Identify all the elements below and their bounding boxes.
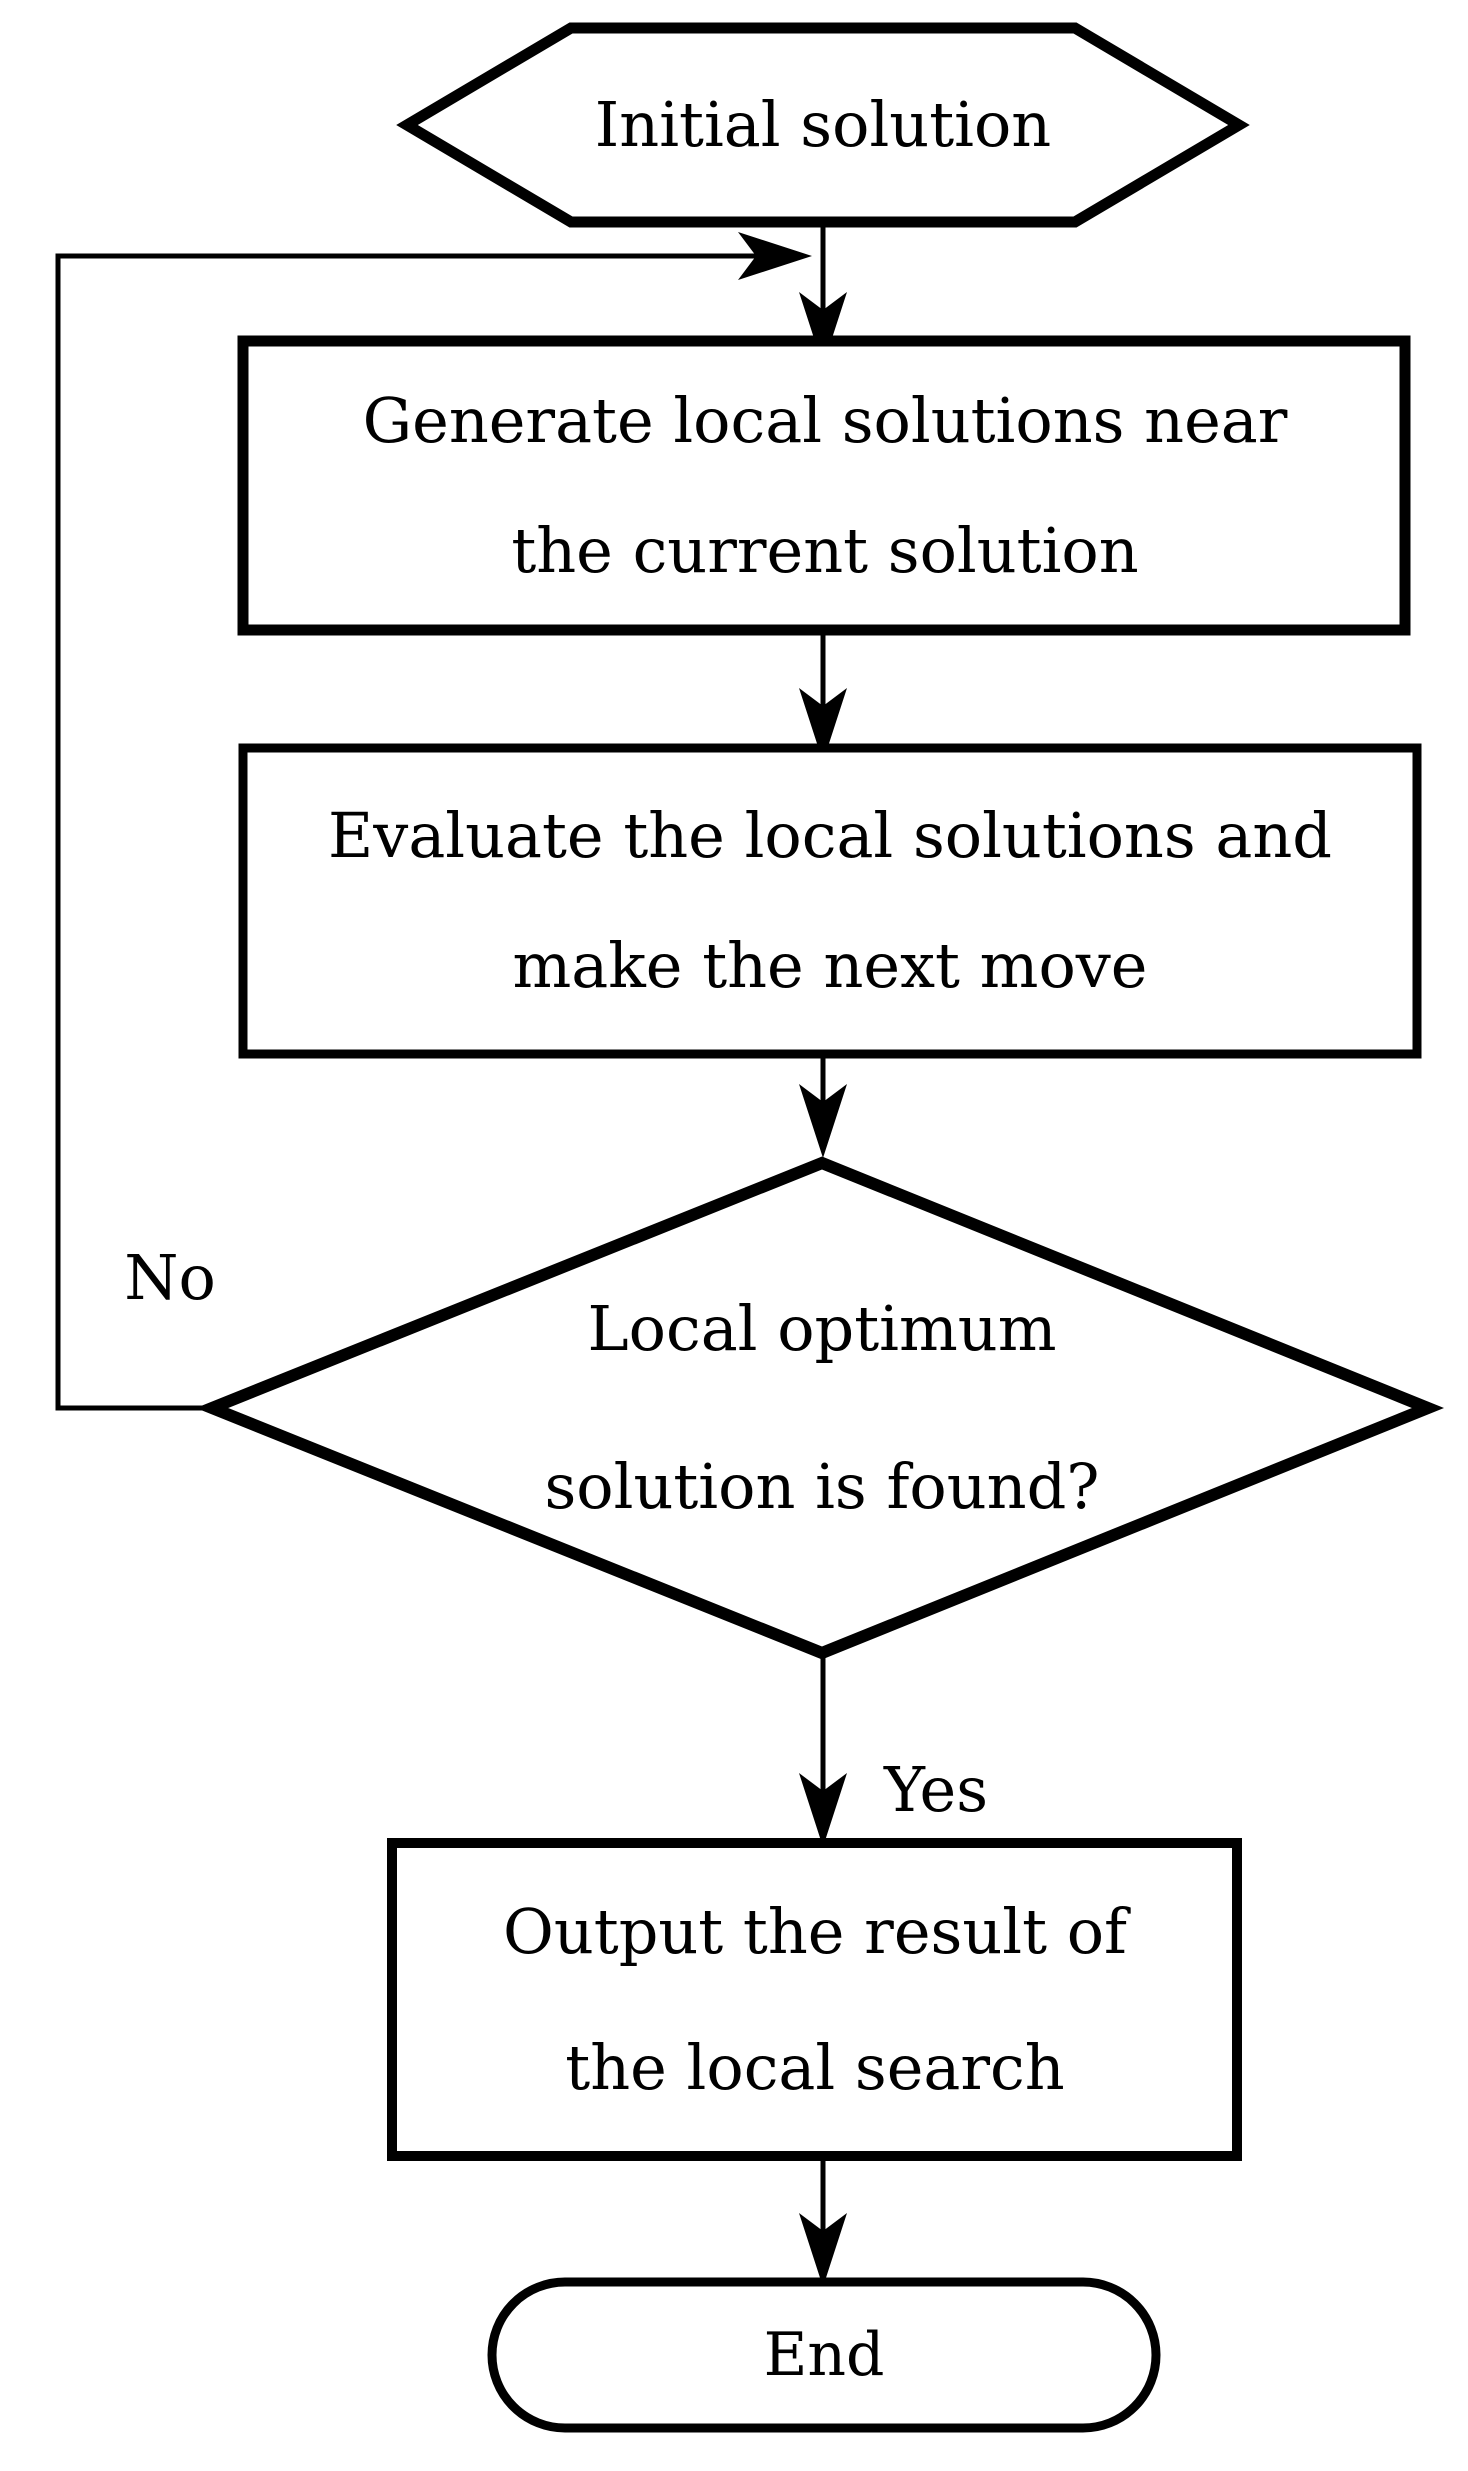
evaluate-node-label: Evaluate the local solutions and make th…: [260, 752, 1400, 1050]
edge-generate-to-evaluate: [799, 630, 847, 762]
start-node-label: Initial solution: [407, 28, 1239, 222]
decision-node-label: Local optimum solution is found?: [372, 1178, 1272, 1638]
evaluate-label-line1: Evaluate the local solutions and: [328, 799, 1332, 872]
decision-label-line1: Local optimum: [587, 1292, 1057, 1365]
end-label-text: End: [763, 2320, 885, 2390]
edge-start-to-generate: [799, 224, 847, 366]
no-edge-label: No: [124, 1241, 216, 1314]
generate-node-label: Generate local solutions near the curren…: [260, 346, 1390, 626]
evaluate-rect-shape: [238, 743, 1422, 1059]
output-rect-shape: [387, 1838, 1242, 2161]
generate-label-line1: Generate local solutions near: [362, 384, 1288, 457]
down-arrowhead-icon: [799, 688, 847, 762]
generate-label-line2: the current solution: [511, 514, 1139, 587]
evaluate-label-line2: make the next move: [512, 929, 1148, 1002]
output-label-line1: Output the result of: [503, 1894, 1127, 1968]
down-arrowhead-icon: [799, 1773, 847, 1847]
generate-rect-shape: [237, 335, 1411, 636]
end-terminator-shape: [487, 2277, 1161, 2433]
output-label-line2: the local search: [565, 2030, 1065, 2104]
edge-decision-to-output: [799, 1651, 847, 1847]
down-arrowhead-icon: [799, 2213, 847, 2287]
edge-output-to-end: [799, 2156, 847, 2287]
output-node-label: Output the result of the local search: [400, 1848, 1230, 2151]
end-node-label: End: [492, 2282, 1156, 2428]
edge-evaluate-to-decision: [799, 1056, 847, 1158]
down-arrowhead-icon: [799, 292, 847, 366]
start-label-text: Initial solution: [594, 88, 1052, 161]
yes-edge-label: Yes: [884, 1753, 989, 1826]
down-arrowhead-icon: [799, 1084, 847, 1158]
start-hexagon-shape: [396, 22, 1250, 228]
decision-label-line2: solution is found?: [544, 1450, 1100, 1523]
edge-no-loop: [55, 232, 812, 1411]
right-arrowhead-icon: [738, 232, 812, 280]
decision-diamond-shape: [195, 1156, 1445, 1660]
no-loop-line: [55, 253, 757, 1411]
